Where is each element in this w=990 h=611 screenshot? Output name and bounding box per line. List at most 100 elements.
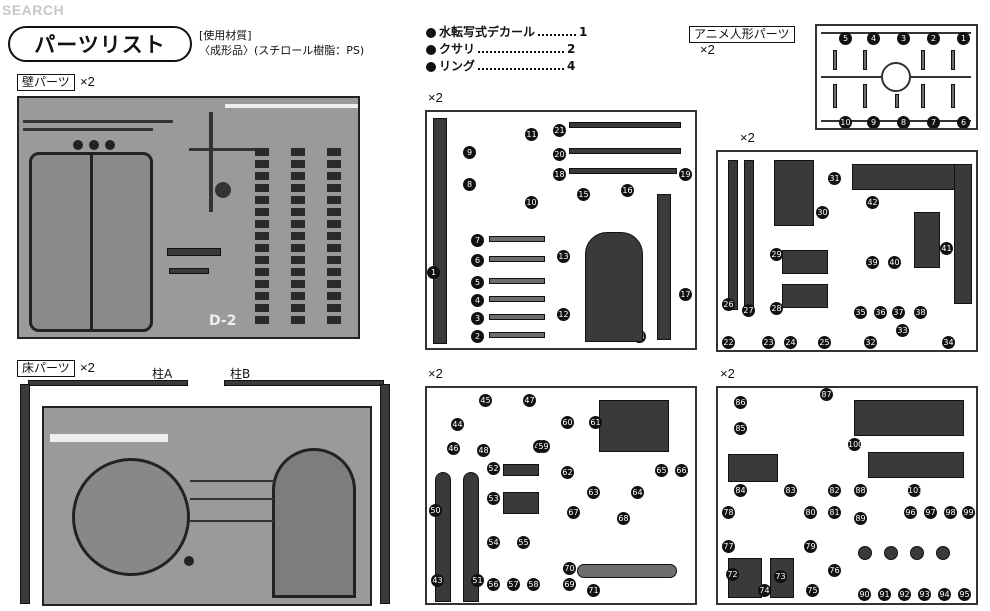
- accessory-count: 2: [567, 42, 576, 56]
- part-number: 84: [734, 484, 747, 497]
- figure-number: 4: [867, 32, 880, 45]
- part-number: 55: [517, 536, 530, 549]
- part-number: 24: [784, 336, 797, 349]
- sprue-d-disc: [884, 546, 898, 560]
- anime-figure-parts-label: アニメ人形パーツ: [689, 26, 795, 43]
- figure-part: [895, 94, 899, 108]
- sprue-b: 22 23 24 25 26 27 28 29 30 31 32 33 34 3…: [716, 150, 978, 352]
- figure-number: 8: [897, 116, 910, 128]
- part-number: 42: [866, 196, 879, 209]
- anime-figure-multiplier: ×2: [700, 42, 715, 57]
- sprue-d-panel: [854, 400, 964, 436]
- part-number: 37: [892, 306, 905, 319]
- wall-vent: [167, 248, 221, 256]
- part-number: 31: [828, 172, 841, 185]
- part-number: 16: [621, 184, 634, 197]
- figure-part: [951, 84, 955, 108]
- part-number: 70: [563, 562, 576, 575]
- part-number: 39: [866, 256, 879, 269]
- part-number: 36: [874, 306, 887, 319]
- sprue-a-part-1: [433, 118, 447, 344]
- part-number: 63: [587, 486, 600, 499]
- accessory-name: リング: [439, 59, 476, 73]
- sprue-a-bar: [569, 168, 677, 174]
- part-number: 11: [525, 128, 538, 141]
- part-number: 75: [806, 584, 819, 597]
- wall-panel: D-2: [17, 96, 360, 339]
- figure-part: [921, 50, 925, 70]
- part-number: 62: [561, 466, 574, 479]
- floor-groove: [190, 520, 274, 522]
- part-number: 13: [557, 250, 570, 263]
- sprue-d-multiplier: ×2: [720, 366, 735, 381]
- leader-dots: [538, 30, 577, 36]
- wall-valve: [215, 182, 231, 198]
- part-number: 35: [854, 306, 867, 319]
- part-number: 95: [958, 588, 971, 601]
- part-number: 97: [924, 506, 937, 519]
- part-number: 43: [431, 574, 444, 587]
- sprue-c: 43 44 45 46 47 48 49 50 51 52 53 54 55 5…: [425, 386, 697, 605]
- pipe: [189, 148, 259, 151]
- part-number: 7: [471, 234, 484, 247]
- part-number: 100: [848, 438, 864, 451]
- sprue-b-multiplier: ×2: [740, 130, 755, 145]
- part-number: 8: [463, 178, 476, 191]
- accessory-count: 1: [579, 25, 588, 39]
- part-number: 88: [854, 484, 867, 497]
- part-number: 94: [938, 588, 951, 601]
- part-number: 72: [726, 568, 739, 581]
- pillar-a-label: 柱A: [152, 367, 173, 381]
- part-number: 74: [758, 584, 771, 597]
- part-number: 56: [487, 578, 500, 591]
- figure-number: 2: [927, 32, 940, 45]
- sprue-a-hatch: [585, 232, 643, 342]
- part-number: 32: [864, 336, 877, 349]
- part-number: 34: [942, 336, 955, 349]
- wall-door-frame: [29, 152, 153, 332]
- part-number: 17: [679, 288, 692, 301]
- part-number: 92: [898, 588, 911, 601]
- page-title: パーツリスト: [34, 33, 166, 57]
- floor-parts-label: 床パーツ: [17, 360, 75, 377]
- part-number: 19: [679, 168, 692, 181]
- accessory-name: クサリ: [439, 42, 476, 56]
- floor-groove: [190, 498, 274, 500]
- materials-body: 〈成形品〉(スチロール樹脂：PS): [199, 44, 365, 57]
- slat-column: [291, 148, 305, 324]
- part-number: 81: [828, 506, 841, 519]
- sprue-d-box: [728, 454, 778, 482]
- pipe-cap: [89, 140, 99, 150]
- sprue-a-pillar: [657, 194, 671, 340]
- part-number: 9: [463, 146, 476, 159]
- pipe-cap: [105, 140, 115, 150]
- floor-bolt: [184, 556, 194, 566]
- part-number: 5: [471, 276, 484, 289]
- part-number: 65: [655, 464, 668, 477]
- part-number: 64: [631, 486, 644, 499]
- part-number: 15: [577, 188, 590, 201]
- door-seam: [90, 155, 93, 329]
- floor-panel: [42, 406, 372, 606]
- part-number: 30: [816, 206, 829, 219]
- sprue-a-grille: [489, 332, 545, 338]
- figure-number: 3: [897, 32, 910, 45]
- part-number: 29: [770, 248, 783, 261]
- accessory-chain: クサリ 2: [426, 41, 587, 58]
- part-number: 85: [734, 422, 747, 435]
- sprue-runner: [821, 32, 971, 34]
- part-number: 47: [523, 394, 536, 407]
- sprue-c-box: [503, 464, 539, 476]
- sprue-d-disc: [858, 546, 872, 560]
- sprue-b-box: [914, 212, 940, 268]
- part-number: 80: [804, 506, 817, 519]
- part-number: 93: [918, 588, 931, 601]
- part-number: 89: [854, 512, 867, 525]
- part-number: 57: [507, 578, 520, 591]
- watermark: SEARCH: [2, 2, 65, 18]
- part-number: 38: [914, 306, 927, 319]
- sprue-c-rail: [577, 564, 677, 578]
- part-number: 33: [896, 324, 909, 337]
- part-number: 87: [820, 388, 833, 401]
- part-number: 44: [451, 418, 464, 431]
